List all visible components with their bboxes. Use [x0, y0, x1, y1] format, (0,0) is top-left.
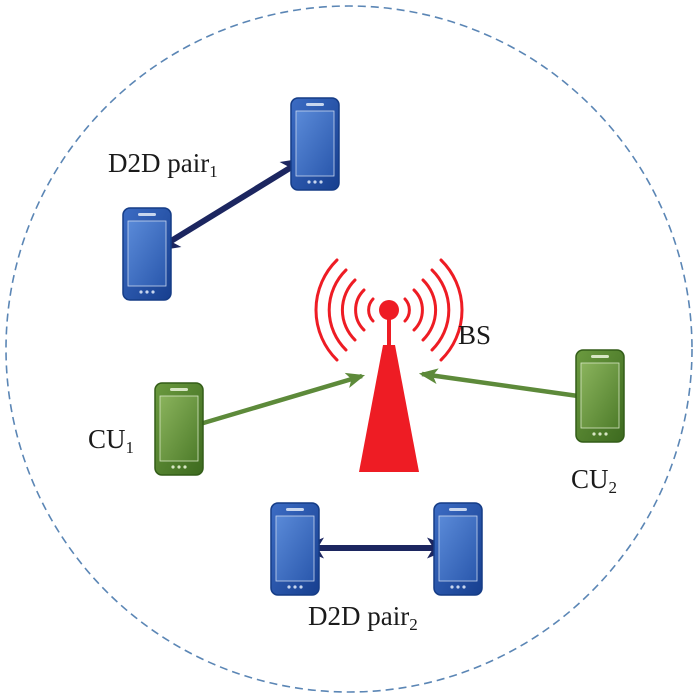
d2d-pair-2-label: D2D pair2 [308, 601, 418, 634]
cu-1-label: CU1 [88, 424, 135, 457]
d2d-pair-1-transmitter-phone [290, 97, 340, 191]
d2d-pair-1-label: D2D pair1 [108, 148, 218, 181]
cu-2-label: CU2 [571, 464, 618, 497]
base-station-icon [314, 258, 464, 472]
cu-2-phone [575, 349, 625, 443]
cu-2-uplink [418, 368, 579, 399]
cu-1-uplink [199, 372, 366, 427]
d2d-pair-2-right-phone [433, 502, 483, 596]
base-station-label: BS [458, 320, 492, 350]
d2d-pair-1-link [154, 157, 307, 252]
cell-coverage-boundary [5, 5, 693, 693]
d2d-pair-2-left-phone [270, 502, 320, 596]
cu-1-phone [154, 382, 204, 476]
d2d-pair-1-receiver-phone [122, 207, 172, 301]
